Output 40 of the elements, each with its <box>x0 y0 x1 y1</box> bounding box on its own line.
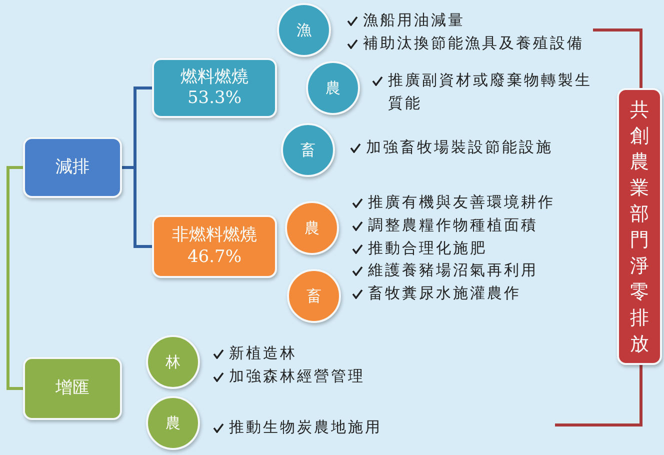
sector-circle <box>146 396 200 450</box>
measure-text: 推動生物炭農地施用 <box>229 417 382 438</box>
measure-text: 維護養豬場沼氣再利用 <box>368 260 538 281</box>
category-label: 46.7% <box>187 246 242 268</box>
sector-circle <box>285 201 339 255</box>
sector-label: 漁 <box>296 20 312 40</box>
measure-text: 推廣副資材或廢棄物轉製生質能 <box>388 70 593 114</box>
category-label: 53.3% <box>187 88 242 110</box>
sector-label: 農 <box>166 414 180 432</box>
measure-text: 畜牧糞尿水施灌農作 <box>368 283 521 304</box>
category-box <box>23 357 122 420</box>
measure-text: 新植造林 <box>229 343 297 364</box>
category-label: 非燃料燃燒 <box>172 225 257 246</box>
category-label: 減排 <box>56 156 90 178</box>
sector-circle <box>306 61 360 115</box>
goal-box <box>617 88 662 365</box>
measure-text: 加強森林經營管理 <box>229 366 365 387</box>
measure-text: 補助汰換節能漁具及養殖設備 <box>363 33 584 54</box>
measure-text: 推動合理化施肥 <box>368 238 487 259</box>
sector-circle <box>277 3 331 57</box>
measure-text: 漁船用油減量 <box>363 10 465 31</box>
sector-label: 農 <box>326 78 340 98</box>
category-label: 燃料燃燒 <box>180 66 248 88</box>
sector-circle <box>287 269 341 323</box>
sector-label: 農 <box>304 218 320 238</box>
connector-line <box>122 166 152 248</box>
connector-line <box>6 166 23 390</box>
sector-circle <box>281 123 335 177</box>
category-box <box>152 215 277 278</box>
category-box <box>23 137 122 198</box>
category-label: 增匯 <box>56 378 90 400</box>
category-box <box>152 58 277 118</box>
sector-label: 畜 <box>306 286 322 306</box>
sector-circle <box>146 335 200 389</box>
goal-text: 共創農業部門淨零排放 <box>630 98 650 356</box>
sector-label: 畜 <box>300 140 316 160</box>
measure-text: 推廣有機與友善環境耕作 <box>368 192 555 213</box>
measure-text: 加強畜牧場裝設節能設施 <box>366 137 553 158</box>
sector-label: 林 <box>166 352 180 372</box>
measure-text: 調整農糧作物種植面積 <box>368 215 538 236</box>
